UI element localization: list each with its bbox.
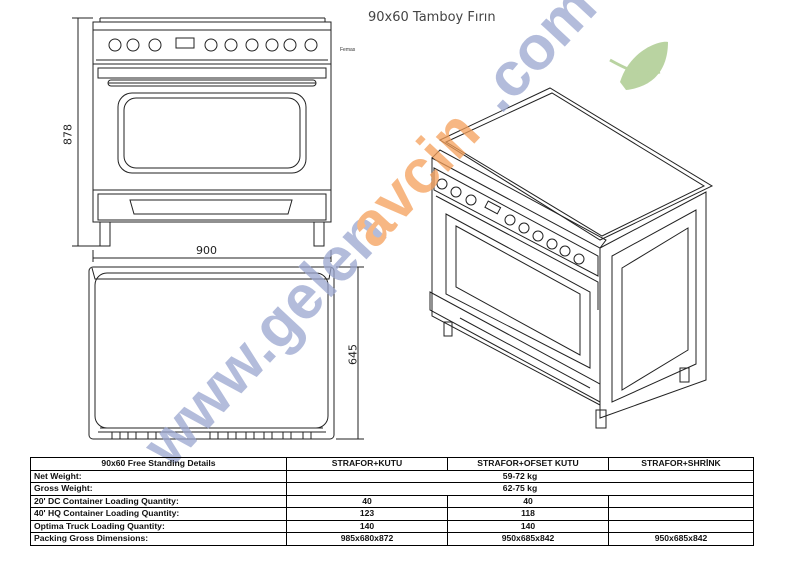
depth-dimension-label: 645 [346, 344, 360, 365]
row-value: 40 [286, 494, 448, 508]
row-value: 950x685x842 [608, 532, 754, 546]
table-header: STRAFOR+OFSET KUTU [447, 457, 609, 471]
row-value [608, 494, 754, 508]
table-header: STRAFOR+KUTU [286, 457, 448, 471]
row-label: Net Weight: [30, 469, 287, 483]
height-dimension-label: 878 [61, 124, 75, 145]
row-label: Packing Gross Dimensions: [30, 532, 287, 546]
row-label: 20' DC Container Loading Quantity: [30, 494, 287, 508]
width-dimension-label: 900 [196, 244, 217, 257]
row-label: 40' HQ Container Loading Quantity: [30, 507, 287, 521]
brand-mark-front: Femas [340, 47, 356, 53]
table-row: Packing Gross Dimensions: 985x680x872 95… [30, 532, 754, 546]
row-label: Optima Truck Loading Quantity: [30, 519, 287, 533]
specification-table: 90x60 Free Standing Details STRAFOR+KUTU… [30, 457, 754, 546]
row-value: 59-72 kg [286, 469, 754, 483]
perspective-view-drawing [429, 87, 714, 429]
table-header-row: 90x60 Free Standing Details STRAFOR+KUTU… [30, 457, 754, 471]
page-title: 90x60 Tamboy Fırın [368, 10, 496, 25]
front-view-drawing [92, 17, 332, 247]
row-value: 62-75 kg [286, 482, 754, 496]
table-row: 40' HQ Container Loading Quantity: 123 1… [30, 507, 754, 521]
table-header: STRAFOR+SHRİNK [608, 457, 754, 471]
table-row: Optima Truck Loading Quantity: 140 140 [30, 519, 754, 533]
row-value [608, 519, 754, 533]
row-value: 140 [447, 519, 609, 533]
top-view-drawing [88, 266, 335, 440]
row-value: 985x680x872 [286, 532, 448, 546]
row-value: 950x685x842 [447, 532, 609, 546]
table-row: Gross Weight: 62-75 kg [30, 482, 754, 496]
table-row: 20' DC Container Loading Quantity: 40 40 [30, 494, 754, 508]
technical-drawing: Femas [72, 17, 714, 440]
row-value: 40 [447, 494, 609, 508]
row-value: 123 [286, 507, 448, 521]
front-knobs [108, 37, 318, 52]
table-header: 90x60 Free Standing Details [30, 457, 287, 471]
table-row: Net Weight: 59-72 kg [30, 469, 754, 483]
row-value: 118 [447, 507, 609, 521]
row-label: Gross Weight: [30, 482, 287, 496]
row-value: 140 [286, 519, 448, 533]
row-value [608, 507, 754, 521]
